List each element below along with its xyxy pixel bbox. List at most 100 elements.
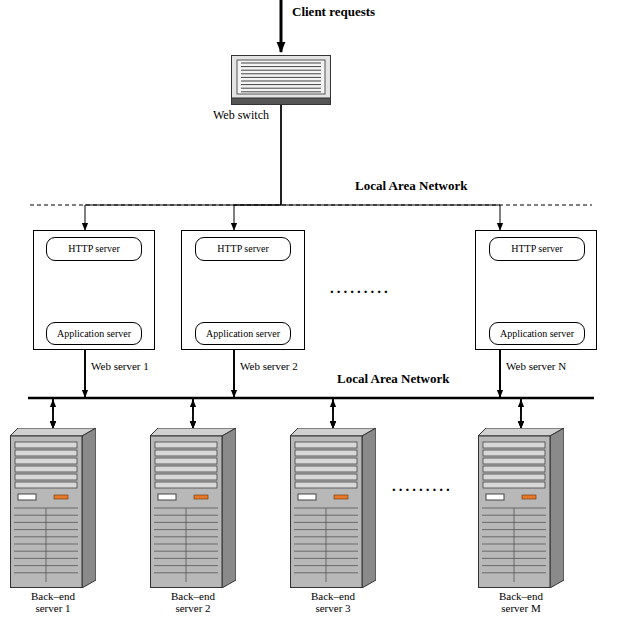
- request-arrow: [280, 0, 283, 52]
- drive-bay: [483, 442, 545, 448]
- drive-bay: [155, 442, 217, 448]
- server-tower: [290, 428, 376, 588]
- server-label: Back–end server 1: [22, 590, 84, 614]
- web-server-box: Web server 1HTTP serverApplication serve…: [33, 230, 155, 350]
- server-front: [479, 436, 551, 588]
- lan-label: Local Area Network: [337, 371, 449, 387]
- switch-slot: [241, 91, 321, 92]
- connector: [85, 350, 333, 428]
- panel-seam: [46, 508, 47, 582]
- process-label: HTTP server: [494, 243, 580, 255]
- switch-slot: [241, 63, 321, 64]
- server-side: [362, 428, 376, 588]
- status-light: [522, 495, 536, 499]
- connector: [53, 350, 500, 428]
- switch-slot: [241, 88, 321, 89]
- server-label: Back–end server 2: [162, 590, 224, 614]
- process-label: HTTP server: [200, 243, 286, 255]
- power-button: [158, 494, 176, 500]
- back-end-server: Back–end server M: [478, 428, 564, 614]
- client-requests-label: Client requests: [292, 4, 375, 20]
- drive-bay: [15, 450, 77, 456]
- connector: [234, 350, 521, 428]
- server-process-box: Application server: [489, 322, 585, 346]
- switch-slot: [241, 84, 321, 85]
- drive-bay: [483, 450, 545, 456]
- server-tower: [478, 428, 564, 588]
- process-label: HTTP server: [51, 243, 137, 255]
- drive-bay: [15, 458, 77, 464]
- connector: [85, 350, 193, 428]
- switch-slot: [241, 81, 321, 82]
- connector: [234, 350, 333, 428]
- back-end-server: Back–end server 2: [150, 428, 236, 614]
- device-label: Web switch: [213, 108, 269, 123]
- drive-bay: [295, 466, 357, 472]
- web-server-box: Web server NHTTP serverApplication serve…: [475, 230, 597, 350]
- drive-bay: [155, 458, 217, 464]
- server-label: Web server N: [506, 360, 566, 372]
- power-button: [18, 494, 36, 500]
- web-server-box: Web server 2HTTP serverApplication serve…: [181, 230, 305, 350]
- web-switch: Web switch: [231, 55, 331, 105]
- server-label: Web server 1: [91, 360, 149, 372]
- server-side: [550, 428, 564, 588]
- connector: [53, 350, 85, 428]
- process-label: Application server: [200, 328, 286, 340]
- drive-bay: [483, 482, 545, 488]
- server-label: Back–end server M: [490, 590, 552, 614]
- web-switch-device: [231, 55, 331, 105]
- connector: [193, 350, 500, 428]
- connector: [333, 350, 500, 428]
- drive-bay: [155, 450, 217, 456]
- drive-bay: [15, 482, 77, 488]
- switch-slot: [241, 73, 321, 74]
- status-light: [54, 495, 68, 499]
- server-front: [151, 436, 223, 588]
- switch-slot: [241, 77, 321, 78]
- panel-seam: [326, 508, 327, 582]
- server-process-box: Application server: [195, 322, 291, 346]
- drive-bay: [295, 482, 357, 488]
- connector: [85, 105, 281, 230]
- server-process-box: HTTP server: [46, 237, 142, 261]
- process-label: Application server: [494, 328, 580, 340]
- switch-body: [232, 56, 331, 105]
- server-process-box: Application server: [46, 322, 142, 346]
- drive-bay: [295, 474, 357, 480]
- server-side: [82, 428, 96, 588]
- server-front: [11, 436, 83, 588]
- switch-panel: [237, 60, 325, 94]
- status-light: [194, 495, 208, 499]
- drive-bay: [295, 442, 357, 448]
- connector: [85, 350, 521, 428]
- server-front: [291, 436, 363, 588]
- drive-bay: [15, 474, 77, 480]
- drive-bay: [155, 466, 217, 472]
- drive-bay: [483, 466, 545, 472]
- back-end-server: Back–end server 3: [290, 428, 376, 614]
- power-button: [298, 494, 316, 500]
- ellipsis-dots: .........: [330, 280, 391, 297]
- drive-bay: [483, 474, 545, 480]
- panel-seam: [186, 508, 187, 582]
- drive-bay: [15, 442, 77, 448]
- server-label: Back–end server 3: [302, 590, 364, 614]
- lan-label: Local Area Network: [355, 178, 467, 194]
- drive-bay: [15, 466, 77, 472]
- status-light: [334, 495, 348, 499]
- switch-slot: [241, 70, 321, 71]
- switch-slot: [241, 66, 321, 67]
- server-side: [222, 428, 236, 588]
- switch-base: [232, 98, 331, 105]
- drive-bay: [155, 482, 217, 488]
- server-label: Web server 2: [240, 360, 298, 372]
- connector: [234, 105, 281, 230]
- connector: [53, 350, 234, 428]
- connector: [281, 105, 500, 230]
- power-button: [486, 494, 504, 500]
- connector: [193, 350, 234, 428]
- drive-bay: [483, 458, 545, 464]
- drive-bay: [155, 474, 217, 480]
- server-process-box: HTTP server: [489, 237, 585, 261]
